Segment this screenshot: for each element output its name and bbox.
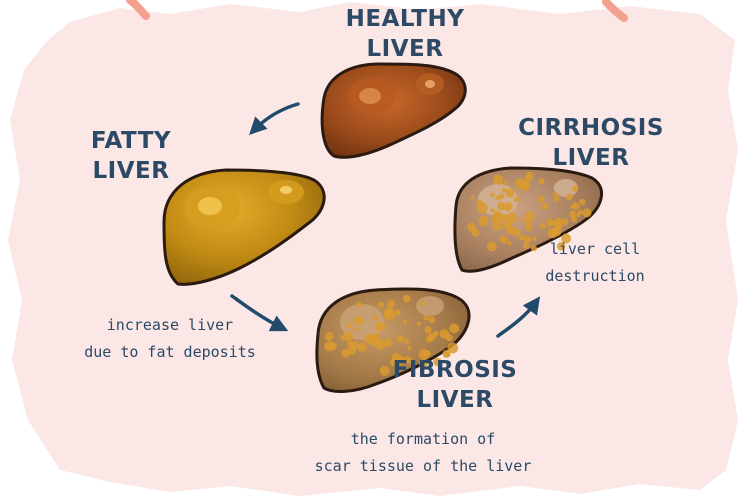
fat-nodule: [497, 202, 505, 210]
fat-nodule: [522, 181, 530, 189]
fat-nodule: [582, 208, 591, 217]
fat-nodule: [387, 300, 395, 308]
fat-nodule: [358, 343, 367, 352]
fat-nodule: [375, 340, 385, 350]
fat-nodule: [514, 197, 519, 202]
fat-nodule: [566, 194, 573, 201]
fat-nodule: [403, 295, 411, 303]
fat-nodule: [343, 332, 353, 342]
cirrhosis-liver-title: CIRRHOSIS LIVER: [512, 113, 670, 173]
fat-nodule: [526, 225, 532, 231]
fat-nodule: [553, 227, 558, 232]
fat-nodule: [579, 199, 586, 206]
fat-nodule: [419, 301, 424, 306]
fat-nodule: [428, 316, 435, 323]
fat-nodule: [347, 346, 356, 355]
fat-nodule: [440, 329, 450, 339]
fat-nodule: [539, 178, 545, 184]
fat-nodule: [447, 343, 458, 354]
fat-nodule: [478, 216, 488, 226]
fat-nodule: [384, 308, 395, 319]
fatty-liver-caption: increase liver due to fat deposits: [60, 312, 280, 366]
fat-nodule: [498, 193, 504, 199]
fat-nodule: [423, 315, 429, 321]
fat-nodule: [492, 214, 501, 223]
healthy-liver-title: HEALTHY LIVER: [330, 4, 480, 64]
fat-nodule: [425, 326, 432, 333]
fat-nodule: [356, 302, 362, 308]
fat-nodule: [505, 188, 514, 197]
fat-nodule: [555, 217, 562, 224]
fat-nodule: [490, 193, 494, 197]
fat-nodule: [324, 341, 334, 351]
fat-nodule: [572, 185, 579, 192]
fat-nodule: [558, 224, 563, 229]
fat-nodule: [491, 208, 495, 212]
fat-nodule: [384, 338, 392, 346]
fat-nodule: [500, 236, 508, 244]
fibrosis-liver-caption: the formation of scar tissue of the live…: [300, 426, 546, 480]
fat-nodule: [504, 181, 508, 185]
fat-nodule: [325, 332, 334, 341]
fat-nodule: [538, 196, 544, 202]
fat-nodule: [487, 242, 497, 252]
cirrhosis-liver-caption: liver cell destruction: [520, 236, 670, 290]
fat-nodule: [353, 327, 358, 332]
fat-nodule: [576, 212, 581, 217]
fat-nodule: [403, 320, 407, 324]
fat-nodule: [554, 196, 560, 202]
fat-nodule: [477, 203, 488, 214]
fat-nodule: [493, 175, 503, 185]
fatty-liver-title: FATTY LIVER: [70, 126, 192, 186]
fat-nodule: [472, 229, 480, 237]
fat-nodule: [378, 302, 384, 308]
fibrosis-liver-title: FIBROSIS LIVER: [386, 355, 524, 415]
fat-nodule: [373, 315, 378, 320]
fat-nodule: [449, 323, 459, 333]
fat-nodule: [569, 210, 576, 217]
fat-nodule: [507, 241, 511, 245]
fat-nodule: [404, 339, 409, 344]
fat-nodule: [417, 321, 421, 325]
fat-nodule: [375, 324, 382, 331]
fat-nodule: [372, 334, 378, 340]
fat-nodule: [554, 192, 559, 197]
fat-nodule: [408, 346, 412, 350]
fat-nodule: [540, 223, 546, 229]
fat-nodule: [394, 309, 400, 315]
fat-nodule: [396, 335, 404, 343]
fat-nodule: [561, 218, 568, 225]
fat-nodule: [427, 333, 435, 341]
fat-nodule: [525, 211, 535, 221]
fat-nodule: [354, 316, 363, 325]
fat-nodule: [347, 323, 352, 328]
fat-nodule: [521, 218, 525, 222]
fat-nodule: [541, 203, 548, 210]
fat-nodule: [572, 202, 577, 207]
fat-nodule: [471, 196, 475, 200]
